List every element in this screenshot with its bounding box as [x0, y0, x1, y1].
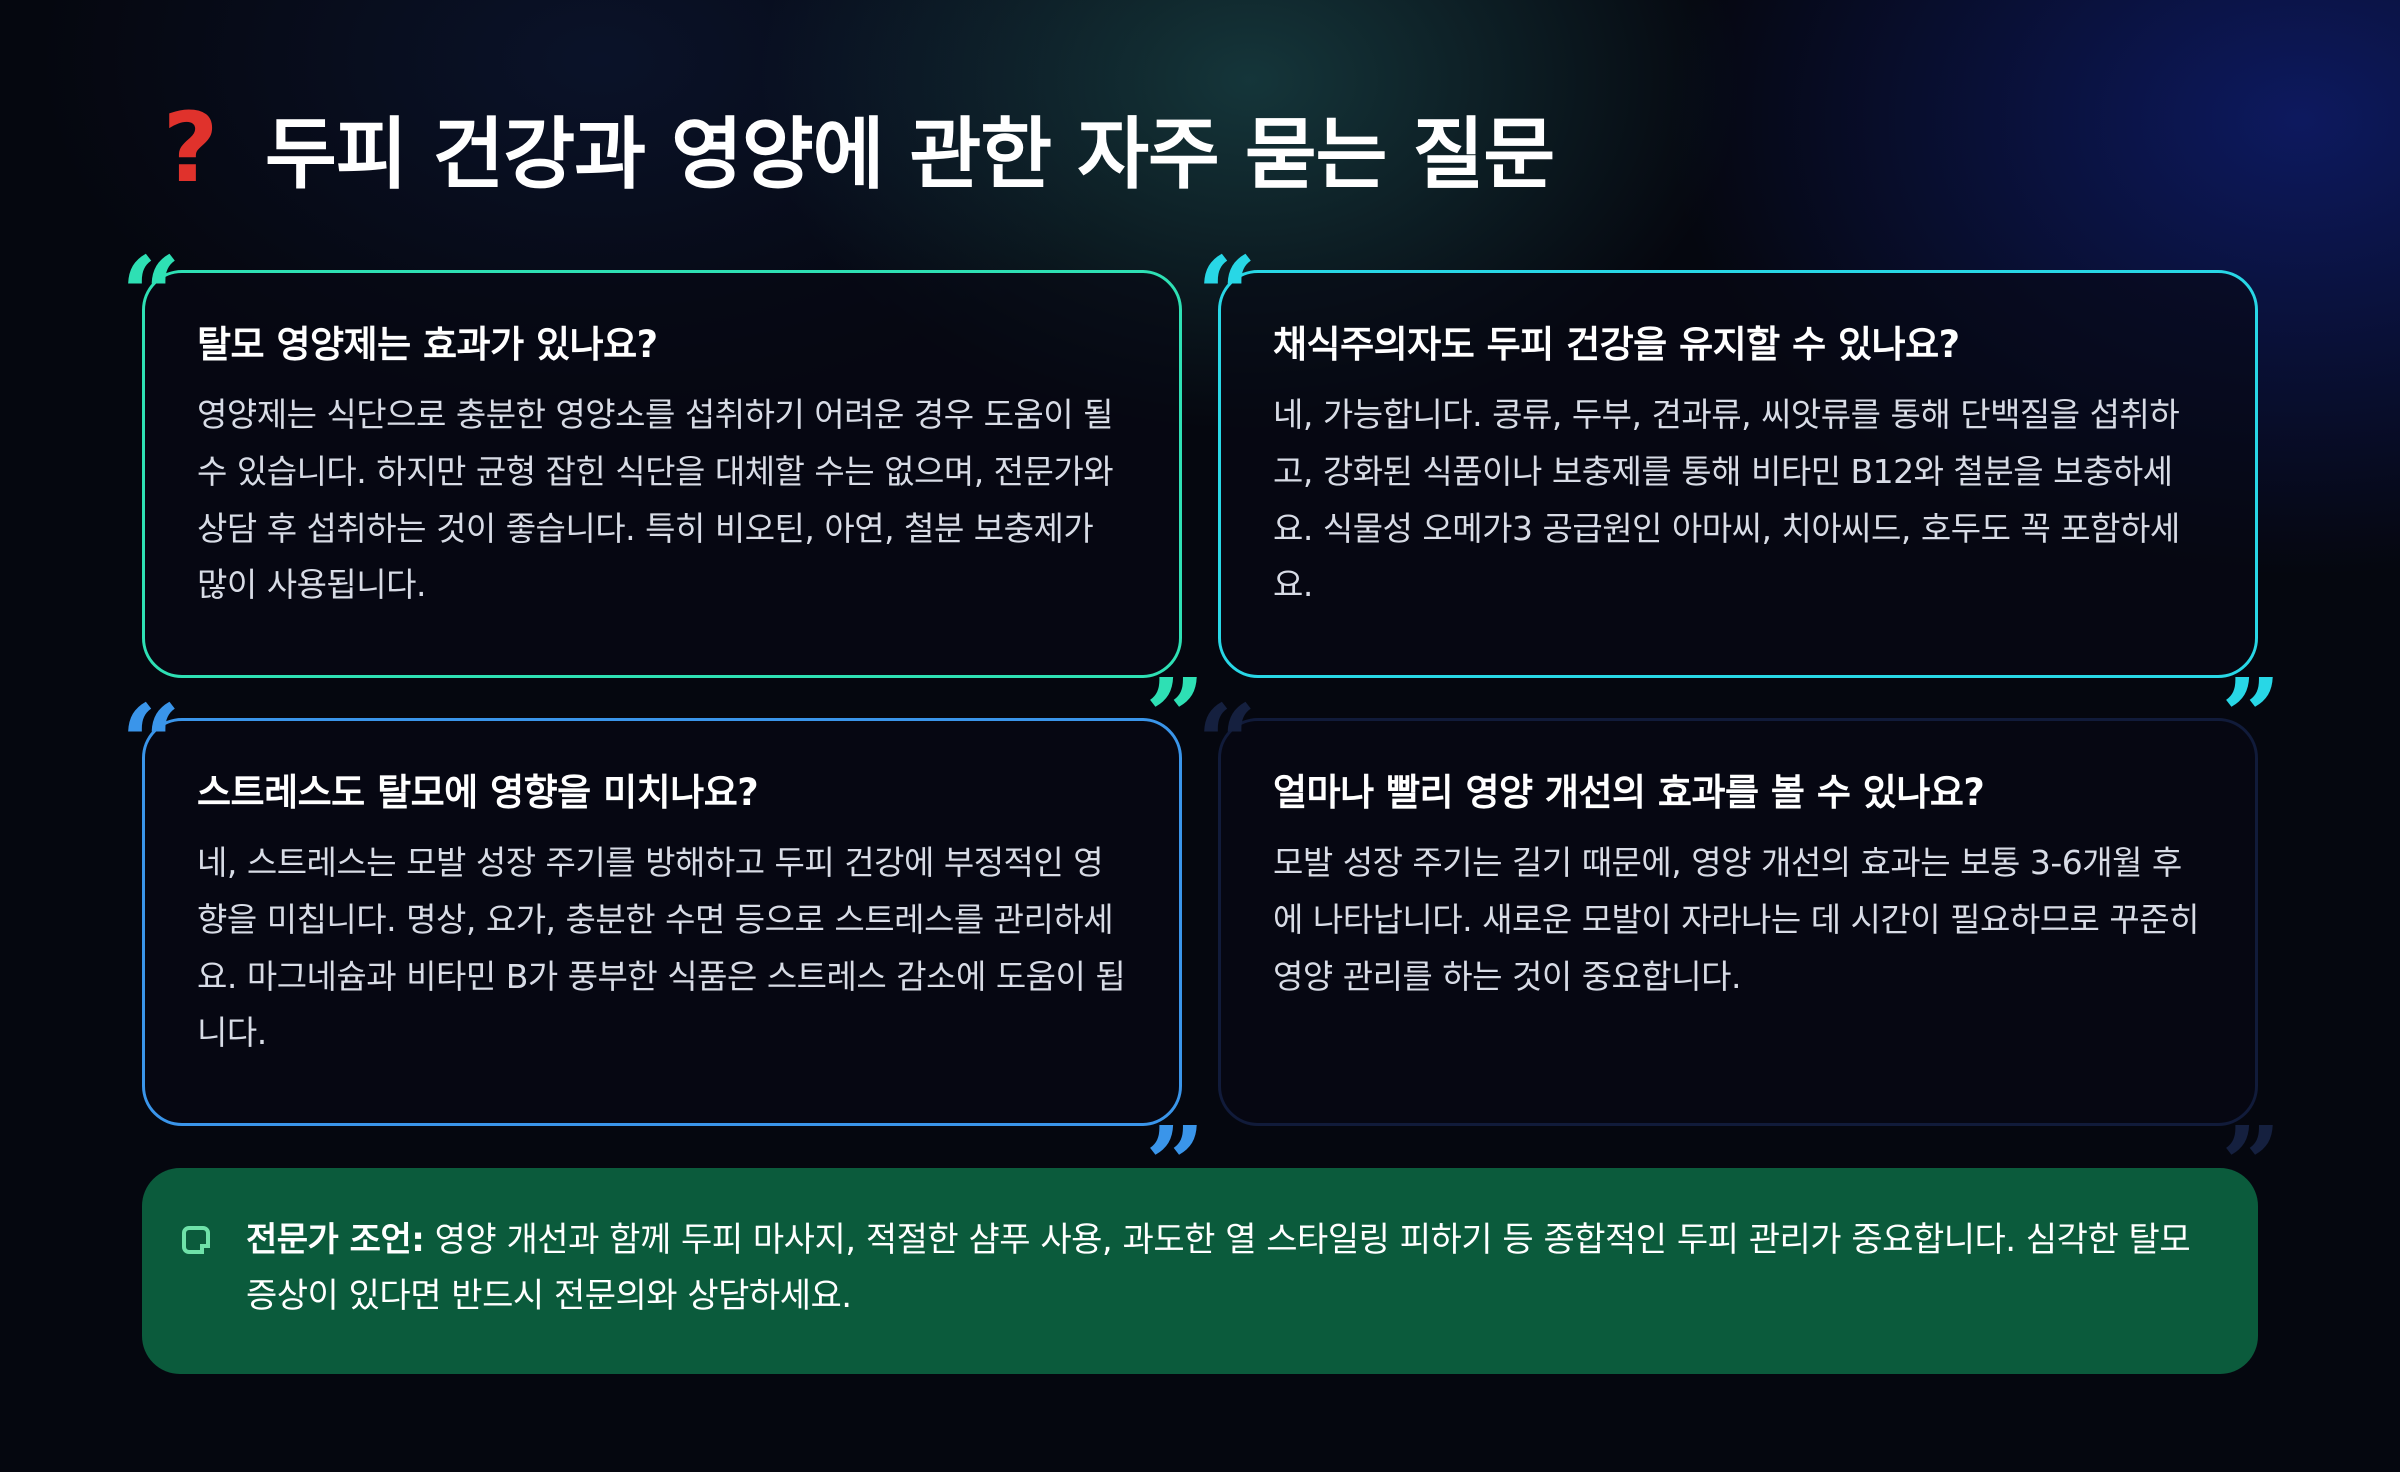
- close-quote-icon: ”: [2221, 655, 2281, 778]
- faq-question: 스트레스도 탈모에 영향을 미치나요?: [197, 771, 759, 814]
- faq-question: 탈모 영양제는 효과가 있나요?: [197, 323, 658, 366]
- expert-tip-box: 전문가 조언: 영양 개선과 함께 두피 마사지, 적절한 샴푸 사용, 과도한…: [142, 1168, 2258, 1374]
- faq-question: 얼마나 빨리 영양 개선의 효과를 볼 수 있나요?: [1273, 771, 1985, 814]
- open-quote-icon: “: [1197, 233, 1257, 356]
- question-mark-icon: ?: [162, 92, 219, 204]
- faq-answer: 영양제는 식단으로 충분한 영양소를 섭취하기 어려운 경우 도움이 될 수 있…: [197, 395, 1114, 605]
- faq-answer: 네, 스트레스는 모발 성장 주기를 방해하고 두피 건강에 부정적인 영향을 …: [197, 843, 1126, 1053]
- faq-card: “ 탈모 영양제는 효과가 있나요? 영양제는 식단으로 충분한 영양소를 섭취…: [121, 243, 1205, 769]
- faq-card: “ 채식주의자도 두피 건강을 유지할 수 있나요? 네, 가능합니다. 콩류,…: [1197, 243, 2281, 769]
- expert-tip-body: 영양 개선과 함께 두피 마사지, 적절한 샴푸 사용, 과도한 열 스타일링 …: [246, 1220, 2191, 1317]
- faq-answer: 네, 가능합니다. 콩류, 두부, 견과류, 씨앗류를 통해 단백질을 섭취하고…: [1273, 395, 2180, 605]
- note-icon: [182, 1226, 210, 1254]
- close-quote-icon: ”: [2221, 1103, 2281, 1226]
- close-quote-icon: ”: [1145, 1103, 1205, 1226]
- open-quote-icon: “: [1197, 681, 1257, 804]
- expert-tip-label: 전문가 조언:: [246, 1220, 425, 1260]
- page-title: ? 두피 건강과 영양에 관한 자주 묻는 질문: [155, 92, 1555, 204]
- page-title-text: 두피 건강과 영양에 관한 자주 묻는 질문: [265, 110, 1555, 200]
- faq-question: 채식주의자도 두피 건강을 유지할 수 있나요?: [1273, 323, 1960, 366]
- faq-answer: 모발 성장 주기는 길기 때문에, 영양 개선의 효과는 보통 3-6개월 후에…: [1273, 843, 2200, 996]
- faq-card: “ 스트레스도 탈모에 영향을 미치나요? 네, 스트레스는 모발 성장 주기를…: [121, 691, 1205, 1217]
- expert-tip-text: 전문가 조언: 영양 개선과 함께 두피 마사지, 적절한 샴푸 사용, 과도한…: [246, 1212, 2202, 1324]
- open-quote-icon: “: [121, 233, 181, 356]
- open-quote-icon: “: [121, 681, 181, 804]
- faq-card: “ 얼마나 빨리 영양 개선의 효과를 볼 수 있나요? 모발 성장 주기는 길…: [1197, 691, 2281, 1217]
